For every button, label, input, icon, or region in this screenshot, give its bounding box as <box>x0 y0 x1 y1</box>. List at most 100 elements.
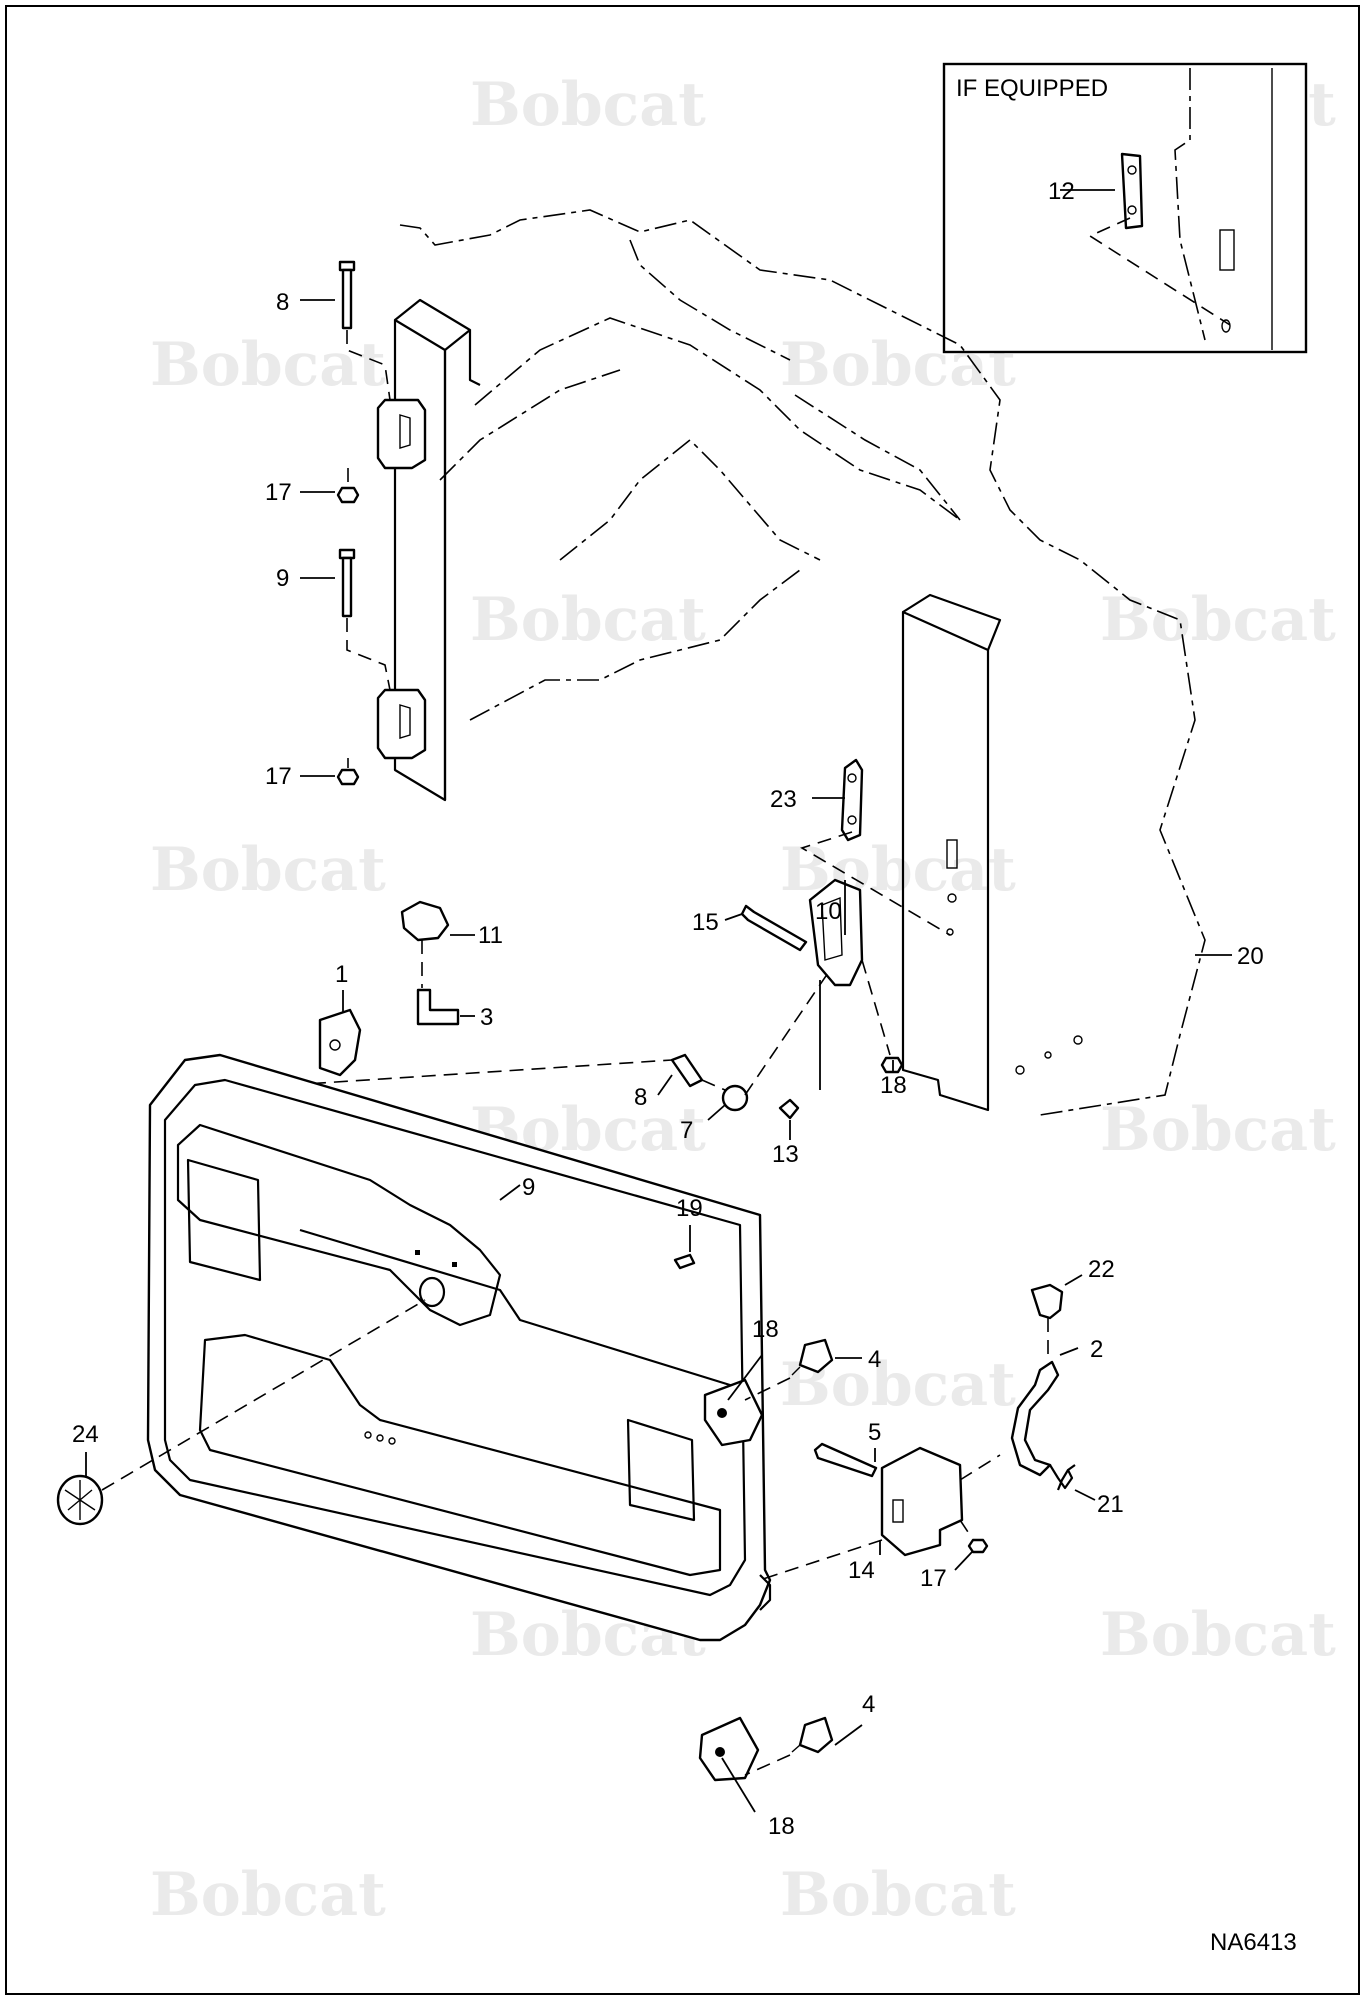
nut <box>336 486 360 504</box>
left-upright <box>393 298 481 802</box>
latch-path <box>759 1454 1001 1581</box>
door-top-corner-bracket <box>703 1378 764 1447</box>
watermark-text: Bobcat <box>1100 585 1336 655</box>
inset-hole <box>1221 319 1231 333</box>
callout-16: 17 <box>920 1565 947 1592</box>
part-1-hinge <box>318 1008 362 1077</box>
callout-9: 9 <box>522 1174 535 1201</box>
figure-reference: NA6413 <box>1210 1929 1297 1956</box>
bushing-body <box>721 1084 749 1112</box>
door-lower-panel <box>198 1333 722 1577</box>
bumper-body <box>798 1716 834 1754</box>
hinge-hole <box>329 1039 341 1051</box>
part-11-latch-bracket <box>808 878 864 987</box>
watermark-text: Bobcat <box>470 70 706 140</box>
bolt-shank <box>341 556 353 618</box>
callout-8: 9 <box>276 565 289 592</box>
hinge-bracket-upper-body <box>376 398 427 470</box>
part-18-fastener-lower <box>715 1747 725 1757</box>
watermark-text: Bobcat <box>150 1860 386 1930</box>
bracket-face <box>821 896 843 961</box>
latch-arm-body <box>1010 1360 1060 1477</box>
part-24-knob <box>56 1474 104 1526</box>
callout-18: 18 <box>768 1813 795 1840</box>
loader-frame-phantom <box>399 209 1206 1116</box>
part-18-fastener-upper <box>717 1408 727 1418</box>
leader-18a <box>727 1354 763 1401</box>
plate-hole <box>847 773 857 783</box>
frame-hole <box>1073 1035 1083 1045</box>
door-dot <box>364 1431 372 1439</box>
callout-labels: 8 17 9 17 12 23 11 1 3 10 15 20 18 8 7 1… <box>72 178 1264 1840</box>
callout-8: 8 <box>276 289 289 316</box>
part-12-plate <box>1120 152 1144 230</box>
nut <box>336 768 360 786</box>
leader-9 <box>499 1184 521 1201</box>
bolt-shank <box>341 268 353 330</box>
door-dot <box>376 1434 384 1442</box>
watermark-text: Bobcat <box>780 1860 1016 1930</box>
frame-mid-phantom <box>559 438 821 561</box>
leader-lines <box>85 189 1232 1813</box>
nut <box>967 1538 989 1554</box>
hinge-bracket-lower-slot <box>399 704 411 739</box>
bolt-lower-path <box>346 618 391 691</box>
leader-15 <box>724 913 743 921</box>
cover-body <box>400 900 450 942</box>
frame-hole <box>947 893 957 903</box>
door-marker <box>452 1262 457 1267</box>
frame-slot <box>946 839 958 869</box>
leader-22 <box>1064 1274 1083 1286</box>
frame-hole <box>1044 1051 1052 1059</box>
part-10-cover <box>400 900 450 942</box>
knob-path <box>101 1299 426 1491</box>
watermark-row-8: Bobcat Bobcat <box>150 1860 1016 1930</box>
leader-2 <box>1059 1347 1079 1356</box>
callout-13: 13 <box>772 1141 799 1168</box>
watermark-row-3: Bobcat Bobcat <box>470 585 1336 655</box>
inset-if-equipped: IF EQUIPPED <box>942 62 1308 354</box>
inset-frame-phantom <box>1174 68 1206 341</box>
part-16-nut <box>967 1538 989 1554</box>
bumper-lower-path <box>744 1754 791 1776</box>
part-4-bumper-lower <box>791 1716 834 1754</box>
bracket-body <box>808 878 864 987</box>
left-upright-top <box>394 298 472 351</box>
spring-coil <box>1049 1464 1076 1491</box>
part-6-bushing <box>721 1084 749 1112</box>
bumper-upper-path <box>744 1377 791 1401</box>
callout-18: 18 <box>752 1316 779 1343</box>
left-upright-lip <box>468 330 481 386</box>
nut <box>880 1056 904 1074</box>
part-12-hole <box>1127 205 1137 215</box>
frame-rail-phantom <box>629 239 791 361</box>
part-3-bracket <box>416 988 460 1026</box>
part-17-nut-right <box>880 1056 904 1074</box>
part-9-rear-door <box>146 1053 772 1782</box>
part-13-bolt <box>778 1098 800 1120</box>
callout-7: 8 <box>634 1084 647 1111</box>
watermark-text: Bobcat <box>150 330 386 400</box>
door-latch-notch <box>759 1574 772 1611</box>
hinge-bracket-lower-body <box>376 688 427 760</box>
door-bottom-corner-bracket <box>698 1716 760 1782</box>
door-window-right <box>626 1418 696 1522</box>
watermark-row-5: Bobcat Bobcat <box>470 1095 1336 1165</box>
knob-grip <box>64 1480 96 1520</box>
bolt-upper-path <box>346 330 391 401</box>
callout-20: 20 <box>1237 943 1264 970</box>
frame-rail2-phantom <box>794 394 961 521</box>
callout-6: 7 <box>680 1117 693 1144</box>
leader-4b <box>834 1724 863 1746</box>
frame-cross-phantom <box>439 369 621 481</box>
plate-hole <box>847 815 857 825</box>
callout-3: 3 <box>480 1004 493 1031</box>
callout-2: 2 <box>1090 1336 1103 1363</box>
pin-body <box>673 1253 696 1270</box>
hinge-bracket-upper-slot <box>399 414 411 449</box>
callout-17: 18 <box>880 1072 907 1099</box>
callout-5: 5 <box>868 1419 881 1446</box>
part-8-bolt-lower <box>338 548 356 618</box>
callout-1: 1 <box>335 961 348 988</box>
